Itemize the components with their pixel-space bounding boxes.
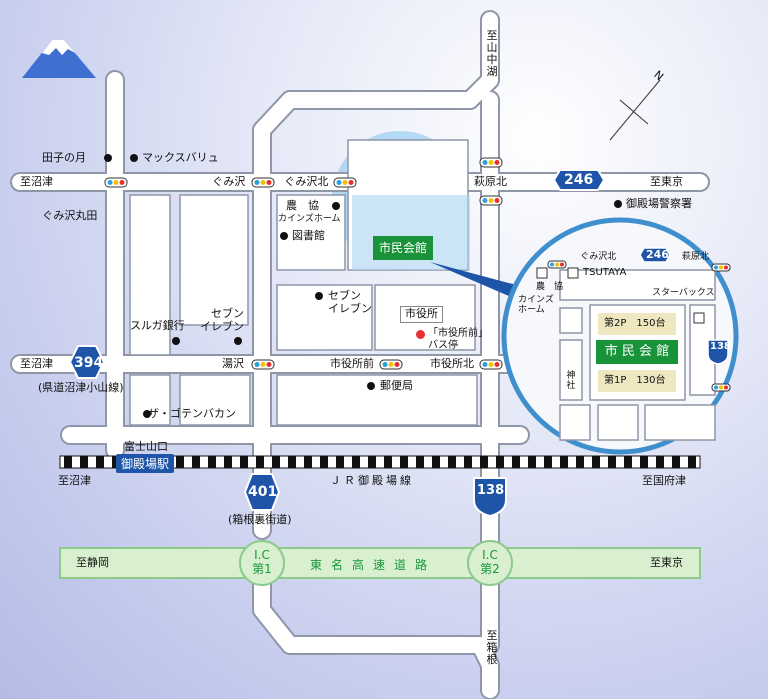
railway-track [59, 455, 701, 469]
landmark-seven-eleven-1: セブン イレブン [328, 289, 372, 315]
dest-numazu-mid: 至沼津 [20, 357, 53, 370]
route-shields [68, 169, 606, 518]
landmark-nokyo: 農 協 [286, 199, 319, 212]
intersection-yuzawa: 湯沢 [222, 357, 244, 370]
landmark-library: 図書館 [292, 229, 325, 242]
landmark-shiyakusho: 市役所 [400, 306, 443, 323]
landmark-cainz: カインズホーム [278, 214, 341, 224]
venue-shiminkaikan: 市民会館 [373, 236, 433, 260]
intersection-shiyakusho-mae: 市役所前 [330, 357, 374, 370]
inset-pointer [430, 262, 520, 300]
intersection-fujisanguchi: 富士山口 [124, 440, 168, 453]
inset-venue-shiminkaikan: 市 民 会 館 [596, 340, 678, 364]
ic1-top: I.C [254, 548, 270, 562]
inset-parking-2: 第2P 150台 [604, 318, 666, 329]
dest-numazu-rail: 至沼津 [58, 474, 91, 487]
route-394-name: (県道沼津小山線) [38, 381, 124, 394]
highway-band [59, 547, 701, 579]
inset-parking-1: 第1P 130台 [604, 375, 666, 386]
landmark-police: 御殿場警察署 [626, 197, 692, 210]
traffic-signals [104, 157, 503, 370]
dest-shizuoka: 至静岡 [76, 556, 109, 569]
inset-nokyo: 農 協 [536, 282, 564, 292]
intersection-gumizawa-maruta: ぐみ沢丸田 [42, 209, 98, 222]
inset-route-246: 246 [646, 248, 669, 261]
landmark-suruga-bank: スルガ銀行 [130, 319, 185, 332]
landmark-max-valu: マックスバリュ [142, 151, 219, 164]
inset-hagiwara-kita: 萩原北 [682, 252, 710, 262]
compass-north-icon [609, 79, 661, 141]
inset-shrine: 神社 [566, 371, 576, 391]
landmark-gotemba-can: ザ・ゴテンバカン [148, 407, 236, 420]
interchange-1: I.C 第1 [239, 540, 285, 586]
route-138-label: 138 [477, 483, 505, 498]
landmark-bus-stop: 「市役所前」 バス停 [428, 328, 488, 351]
ic1-bottom: 第1 [252, 562, 272, 576]
landmark-seven-eleven-2: セブン イレブン [200, 307, 244, 333]
highway-label: 東名高速道路 [310, 558, 437, 572]
route-401-label: 401 [248, 484, 278, 500]
landmark-dots [104, 154, 622, 418]
intersection-gumizawa: ぐみ沢 [212, 175, 246, 188]
ic2-top: I.C [482, 548, 498, 562]
dest-numazu-top: 至沼津 [20, 175, 53, 188]
dest-tokyo-top: 至東京 [650, 175, 683, 188]
mount-fuji-icon [22, 40, 96, 78]
ic2-bottom: 第2 [480, 562, 500, 576]
inset-cainz: カインズ ホーム [518, 295, 554, 316]
bus-stop-icon [416, 330, 425, 339]
route-246-label: 246 [564, 172, 594, 188]
railway-label: ＪＲ御殿場線 [330, 474, 414, 487]
dest-hakone: 至箱根 [486, 629, 498, 667]
interchange-2: I.C 第2 [467, 540, 513, 586]
intersection-gumizawa-kita: ぐみ沢北 [284, 175, 329, 188]
inset-starbucks: スターバックス [652, 288, 715, 298]
landmark-tagonotsuki: 田子の月 [42, 151, 86, 164]
intersection-shiyakusho-kita: 市役所北 [430, 357, 474, 370]
station-gotemba: 御殿場駅 [116, 454, 175, 473]
dest-kokufu: 至国府津 [642, 474, 686, 487]
inset-gumizawa-kita: ぐみ沢北 [580, 252, 617, 262]
intersection-hagiwara-kita: 萩原北 [474, 175, 507, 188]
route-394-label: 394 [74, 355, 104, 371]
landmark-post-office: 郵便局 [380, 379, 413, 392]
inset-route-138: 138 [710, 341, 731, 352]
dest-yamanakako: 至山中湖 [486, 29, 498, 79]
dest-tokyo-hwy: 至東京 [650, 556, 683, 569]
inset-tsutaya: TSUTAYA [583, 267, 627, 278]
route-401-name: (箱根裏街道) [228, 513, 292, 526]
